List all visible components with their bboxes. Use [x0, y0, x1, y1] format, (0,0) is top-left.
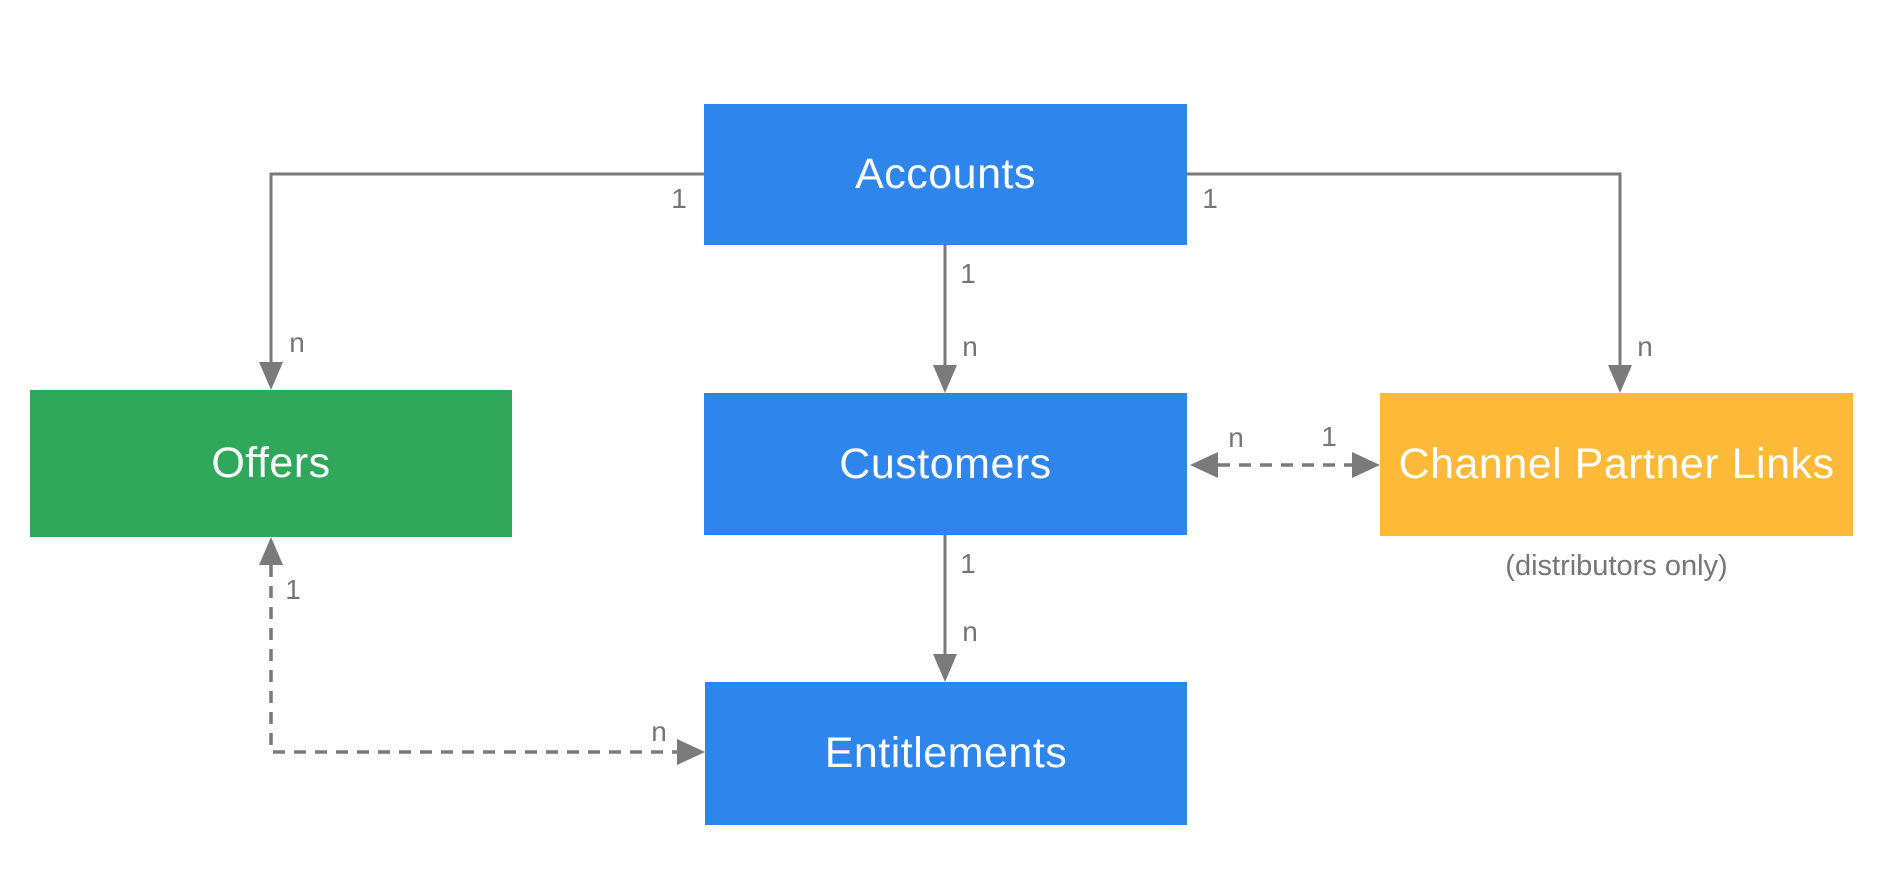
node-customers: Customers: [704, 393, 1187, 535]
edge-accounts-offers: 1 n: [259, 172, 704, 390]
node-offers-label: Offers: [211, 439, 331, 487]
node-entitlements: Entitlements: [705, 682, 1187, 825]
arrowhead-right-icon: [677, 739, 705, 765]
multiplicity-label: n: [1637, 331, 1653, 362]
multiplicity-label: 1: [1321, 421, 1337, 452]
arrowhead-down-icon: [933, 365, 957, 393]
multiplicity-label: n: [962, 616, 978, 647]
edge-customers-channel-partner-links: n 1: [1190, 421, 1380, 478]
multiplicity-label: n: [1228, 422, 1244, 453]
edge-accounts-customers: 1 n: [933, 245, 978, 393]
multiplicity-label: 1: [960, 548, 976, 579]
edge-customers-entitlements: 1 n: [933, 535, 978, 682]
multiplicity-label: 1: [1202, 183, 1218, 214]
arrowhead-right-icon: [1352, 452, 1380, 478]
connector-line: [1187, 172, 1622, 365]
edge-offers-entitlements: 1 n: [259, 537, 705, 765]
connector-line: [269, 172, 704, 362]
connector-line: [269, 565, 677, 754]
multiplicity-label: 1: [671, 183, 687, 214]
multiplicity-label: n: [289, 327, 305, 358]
edge-accounts-channel-partner-links: 1 n: [1187, 172, 1653, 393]
node-customers-label: Customers: [839, 439, 1052, 488]
node-channel-partner-links: Channel Partner Links: [1380, 393, 1853, 536]
arrowhead-down-icon: [259, 362, 283, 390]
multiplicity-label: n: [962, 331, 978, 362]
arrowhead-down-icon: [933, 654, 957, 682]
multiplicity-label: 1: [960, 258, 976, 289]
node-accounts: Accounts: [704, 104, 1187, 245]
node-entitlements-label: Entitlements: [824, 729, 1068, 777]
node-channel-partner-links-sublabel: (distributors only): [1505, 550, 1728, 582]
node-accounts-label: Accounts: [855, 150, 1036, 198]
node-channel-partner-links-label: Channel Partner Links: [1398, 440, 1835, 488]
multiplicity-label: 1: [285, 574, 301, 605]
arrowhead-left-icon: [1190, 452, 1218, 478]
multiplicity-label: n: [651, 716, 667, 747]
arrowhead-up-icon: [259, 537, 283, 565]
arrowhead-down-icon: [1608, 365, 1632, 393]
node-offers: Offers: [30, 390, 512, 537]
